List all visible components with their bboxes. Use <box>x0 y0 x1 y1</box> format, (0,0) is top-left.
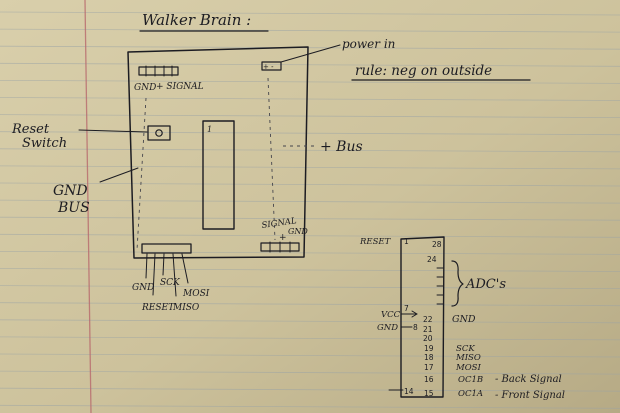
chip-vcc-label: VCC <box>381 310 401 320</box>
ruled-line <box>0 11 620 16</box>
ruled-line <box>0 353 620 358</box>
pinout-tick-marks <box>436 267 444 305</box>
ruled-line <box>0 148 620 153</box>
ruled-line <box>0 285 620 290</box>
ruled-line <box>0 182 620 187</box>
chip-oc1b-label: OC1B <box>458 375 483 385</box>
plus-bus-line <box>267 77 276 241</box>
gnd-bus-label-line1: GND <box>53 183 88 199</box>
reset-switch-button <box>155 129 163 137</box>
chip-pin21-number: 21 <box>423 325 433 334</box>
chip-mosi-label: MOSI <box>455 363 481 373</box>
prog-gnd-label: GND <box>132 283 154 293</box>
gnd-bus-label-line2: BUS <box>57 200 90 216</box>
ruled-line <box>0 319 620 324</box>
reset-switch-leader <box>78 129 148 133</box>
ruled-line <box>0 165 620 170</box>
chip-gnd-left-label: GND <box>377 323 398 333</box>
power-in-label: power in <box>342 37 395 51</box>
ruled-line <box>0 404 620 409</box>
ruled-line <box>0 216 620 221</box>
ruled-line <box>0 131 620 136</box>
chip-pin18-number: 18 <box>424 353 434 362</box>
chip-pin8-number: 8 <box>413 323 418 332</box>
rule-note: rule: neg on outside <box>355 63 492 79</box>
chip-pin22-number: 22 <box>423 315 433 324</box>
gnd-bus-line <box>136 97 147 251</box>
ruled-line <box>0 80 620 84</box>
prog-reset-label: RESET <box>141 303 175 313</box>
ruled-line <box>0 45 620 50</box>
programming-header-wires <box>145 253 189 297</box>
vcc-arrow-head <box>411 310 418 318</box>
front-signal-label: - Front Signal <box>495 390 565 401</box>
board-outline <box>127 46 309 259</box>
chip-gnd-right-label: GND <box>452 314 476 325</box>
bottom-plus-label: + <box>279 233 287 243</box>
bottom-signal-label: SIGNAL <box>261 216 298 231</box>
programming-header <box>141 243 192 254</box>
ruled-line <box>0 336 620 341</box>
plus-bus-label: + Bus <box>320 139 363 155</box>
chip-pin14-number: 14 <box>404 387 414 396</box>
top-gnd-label: GND <box>134 83 156 93</box>
title-text: Walker Brain : <box>142 11 251 29</box>
chip-pin19-number: 19 <box>424 344 434 353</box>
board-chip <box>202 120 235 230</box>
reset-switch-label-line2: Switch <box>22 136 67 151</box>
back-signal-label: - Back Signal <box>495 374 562 385</box>
reset-switch-label-line1: Reset <box>11 122 50 137</box>
prog-mosi-label: MOSI <box>182 289 210 299</box>
board-chip-pin1-label: 1 <box>207 125 212 134</box>
ruled-line <box>0 268 620 272</box>
power-connector <box>261 61 282 71</box>
chip-sck-label: SCK <box>456 344 475 354</box>
bottom-gnd-label: GND <box>288 227 308 236</box>
ruled-line <box>0 97 620 101</box>
gnd-bus-leader <box>99 167 139 183</box>
ruled-line <box>0 199 620 204</box>
ruled-line <box>0 370 620 375</box>
adc-label: ADC's <box>465 277 506 292</box>
prog-sck-label: SCK <box>160 278 181 288</box>
chip-pin20-number: 20 <box>423 334 433 343</box>
ruled-lines <box>0 11 620 409</box>
top-plus-signal-label: + SIGNAL <box>156 82 204 92</box>
ruled-line <box>0 28 620 33</box>
ruled-line <box>0 250 620 255</box>
pinout-chip <box>400 236 445 398</box>
chip-oc1a-label: OC1A <box>458 389 483 399</box>
chip-pin17-number: 17 <box>424 363 434 372</box>
ruled-line <box>0 62 620 67</box>
top-header-pins <box>145 65 173 77</box>
margin-line <box>84 0 92 413</box>
chip-pin15-number: 15 <box>424 389 434 398</box>
chip-pin16-number: 16 <box>424 375 434 384</box>
chip-pin24-number: 24 <box>427 255 437 264</box>
power-polarity-text: + - <box>263 63 274 71</box>
reset-switch <box>147 125 171 141</box>
ruled-line <box>0 302 620 307</box>
top-header <box>138 66 179 76</box>
chip-pin7-number: 7 <box>404 304 409 313</box>
chip-reset-label: RESET <box>359 237 392 247</box>
power-in-leader <box>280 44 341 63</box>
chip-pin1-number: 1 <box>404 237 409 246</box>
ruled-line <box>0 387 620 392</box>
bottom-right-header-pins <box>269 241 291 253</box>
ruled-line <box>0 233 620 238</box>
chip-miso-label: MISO <box>455 353 481 363</box>
adc-brace <box>451 260 464 307</box>
ruled-line <box>0 114 620 118</box>
chip-pin28-number: 28 <box>432 240 442 249</box>
prog-miso-label: MISO <box>172 303 200 313</box>
